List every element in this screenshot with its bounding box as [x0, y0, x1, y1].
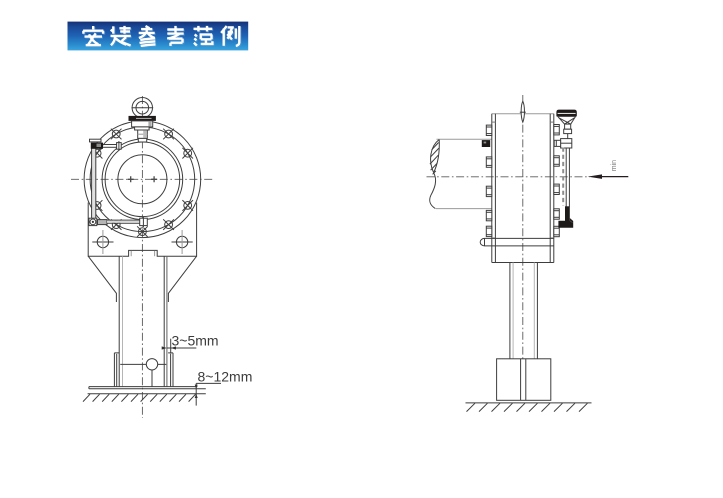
- svg-text:8~12mm: 8~12mm: [198, 368, 253, 384]
- svg-text:min: min: [611, 160, 618, 171]
- svg-text:3~5mm: 3~5mm: [172, 333, 219, 349]
